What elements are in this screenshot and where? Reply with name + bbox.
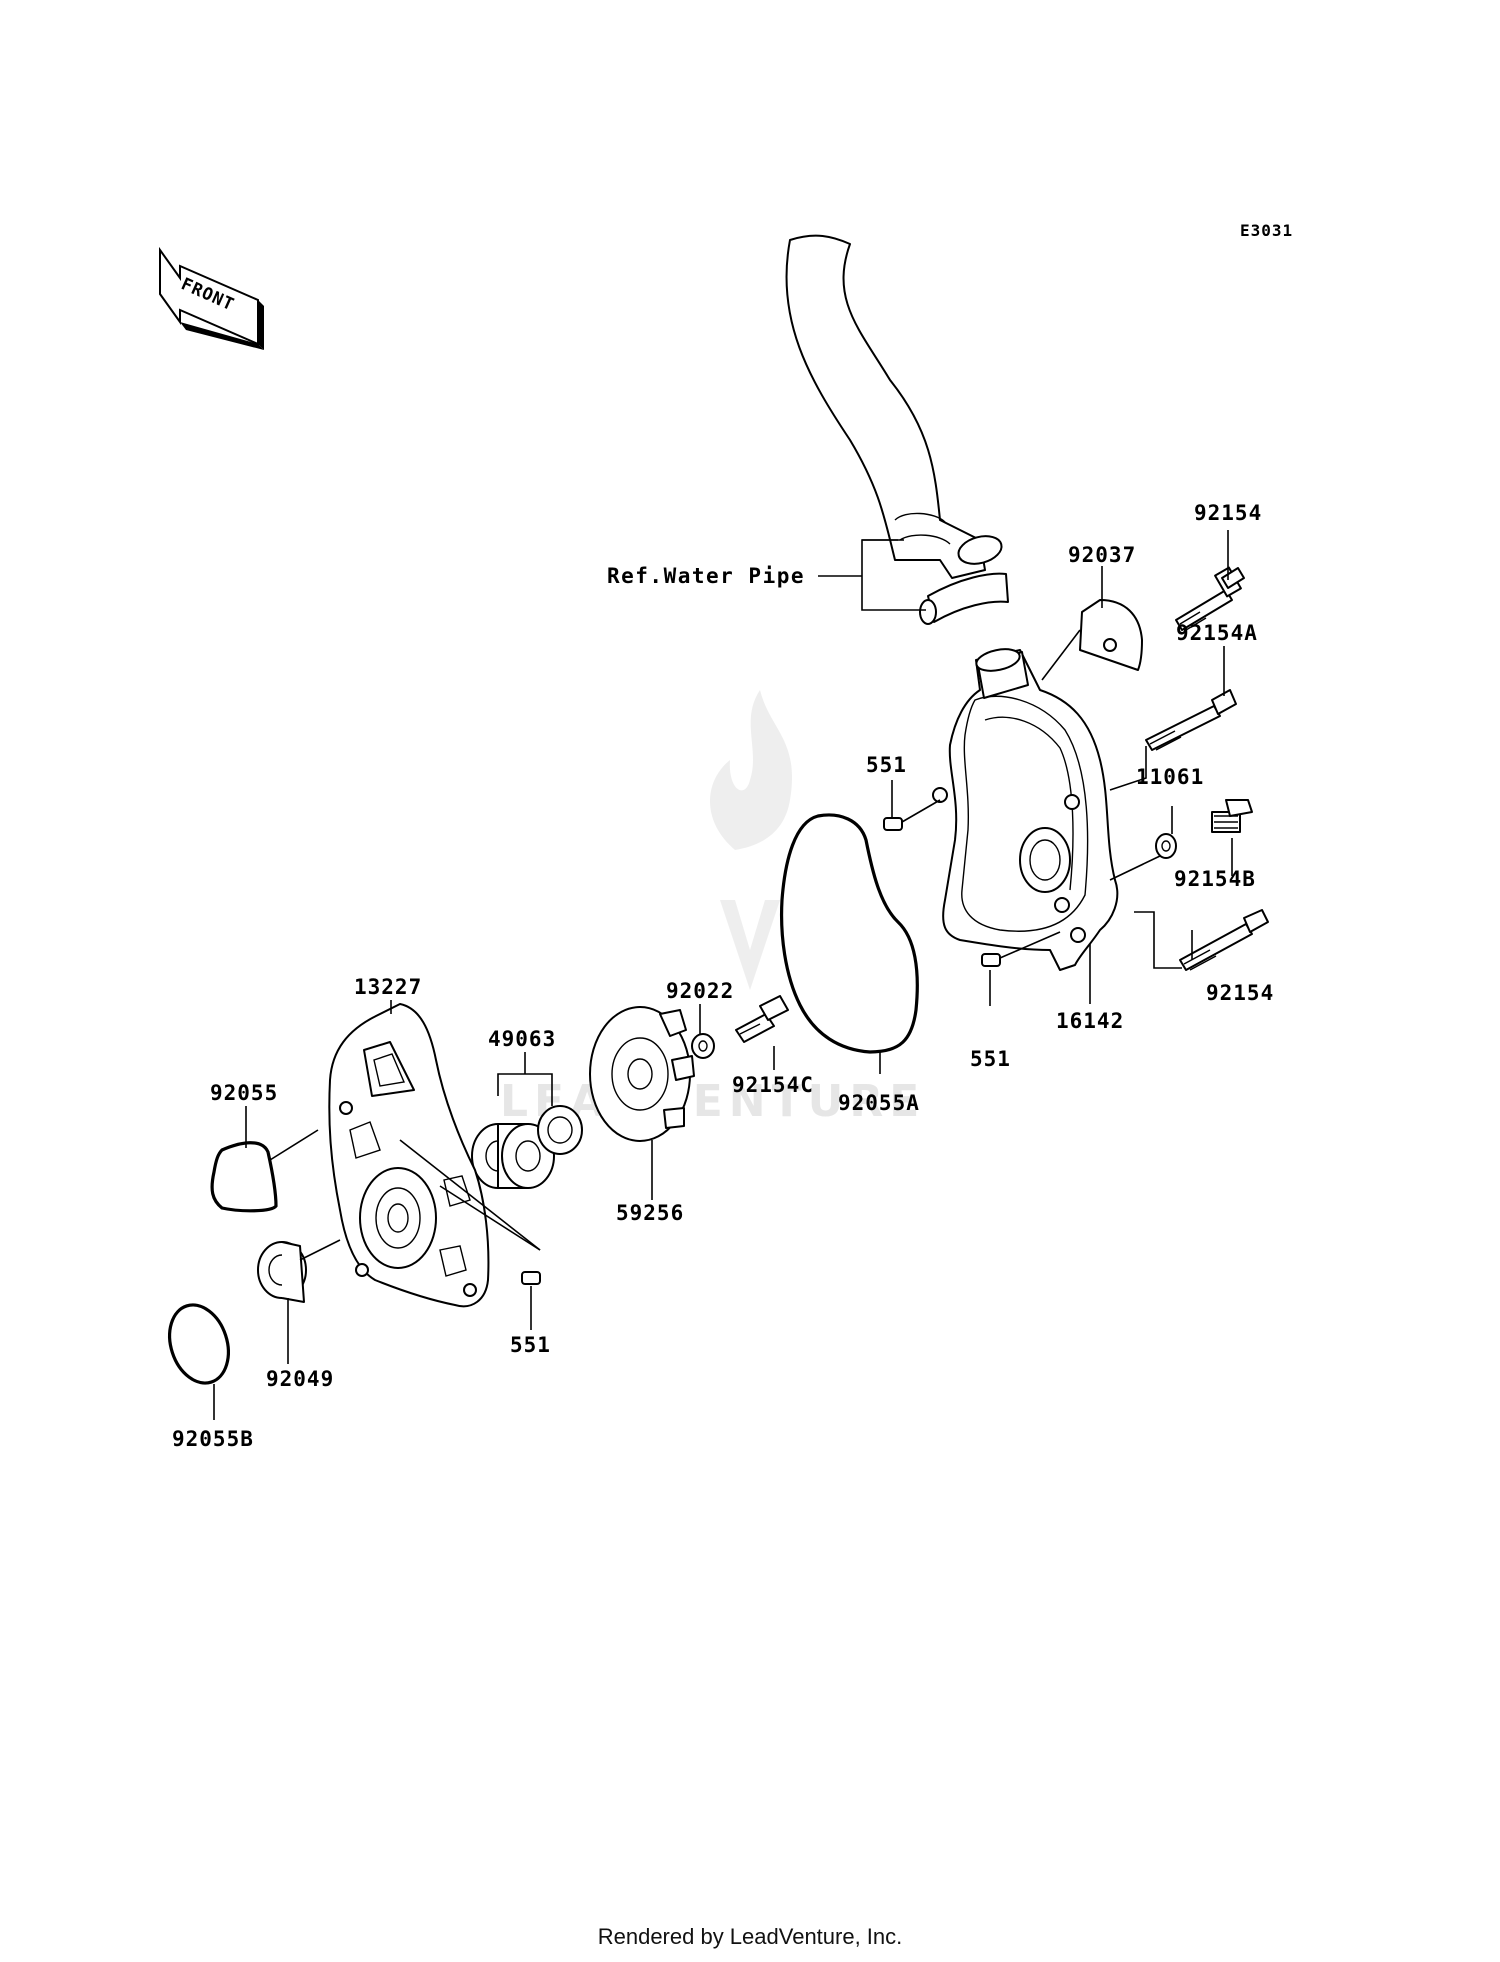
hose-clamp bbox=[919, 572, 1009, 625]
part-label-92022: 92022 bbox=[666, 979, 734, 1003]
bolt-92154-bottom bbox=[1179, 909, 1269, 971]
part-label-11061: 11061 bbox=[1136, 765, 1204, 789]
bolt-92154B bbox=[1211, 799, 1253, 833]
water-pipe-hose bbox=[785, 234, 1003, 579]
part-label-49063: 49063 bbox=[488, 1027, 556, 1051]
part-label-92055: 92055 bbox=[210, 1081, 278, 1105]
dowel-pin-mid bbox=[981, 953, 1001, 967]
part-label-92037: 92037 bbox=[1068, 543, 1136, 567]
part-label-92154C: 92154C bbox=[732, 1073, 814, 1097]
bolt-92154-top bbox=[1175, 566, 1245, 631]
oil-seal bbox=[257, 1241, 307, 1303]
ref-water-pipe-label: Ref.Water Pipe bbox=[607, 564, 805, 588]
pump-housing bbox=[328, 1003, 490, 1308]
impeller bbox=[589, 1006, 695, 1142]
part-label-92055B: 92055B bbox=[172, 1427, 254, 1451]
part-label-92055A: 92055A bbox=[838, 1091, 920, 1115]
part-label-13227: 13227 bbox=[354, 975, 422, 999]
part-label-59256: 59256 bbox=[616, 1201, 684, 1225]
o-ring-92055B bbox=[168, 1303, 230, 1385]
seal-ring-49063 bbox=[537, 1105, 583, 1155]
dowel-pin-top bbox=[883, 817, 903, 831]
part-label-551-mid: 551 bbox=[970, 1047, 1011, 1071]
part-label-92154-top: 92154 bbox=[1194, 501, 1262, 525]
diagram-code: E3031 bbox=[1240, 221, 1293, 240]
part-label-551-top: 551 bbox=[866, 753, 907, 777]
o-ring-92055A bbox=[780, 813, 919, 1054]
part-labels: 92154 92037 92154A 551 11061 92154B 9215… bbox=[172, 501, 1274, 1451]
o-ring-92055 bbox=[210, 1141, 278, 1213]
ref-bracket bbox=[818, 539, 926, 611]
washer-11061 bbox=[1155, 833, 1177, 859]
bolt-92154C bbox=[735, 995, 789, 1043]
part-label-551-low: 551 bbox=[510, 1333, 551, 1357]
leader-lines bbox=[213, 530, 1233, 1420]
footer-credit: Rendered by LeadVenture, Inc. bbox=[597, 1924, 903, 1949]
part-label-92049: 92049 bbox=[266, 1367, 334, 1391]
pump-cover bbox=[932, 648, 1119, 971]
mechanical-seal bbox=[471, 1123, 555, 1189]
bolt-92154A bbox=[1145, 689, 1237, 751]
part-label-92154-bottom: 92154 bbox=[1206, 981, 1274, 1005]
heat-shield bbox=[1079, 599, 1143, 671]
dowel-pin-low bbox=[521, 1271, 541, 1285]
front-arrow-icon: FRONT bbox=[159, 246, 264, 350]
washer-92022 bbox=[691, 1033, 715, 1059]
part-label-16142: 16142 bbox=[1056, 1009, 1124, 1033]
part-label-92154B: 92154B bbox=[1174, 867, 1256, 891]
part-label-92154A: 92154A bbox=[1176, 621, 1258, 645]
watermark: LEADVENTURE bbox=[500, 690, 919, 1127]
